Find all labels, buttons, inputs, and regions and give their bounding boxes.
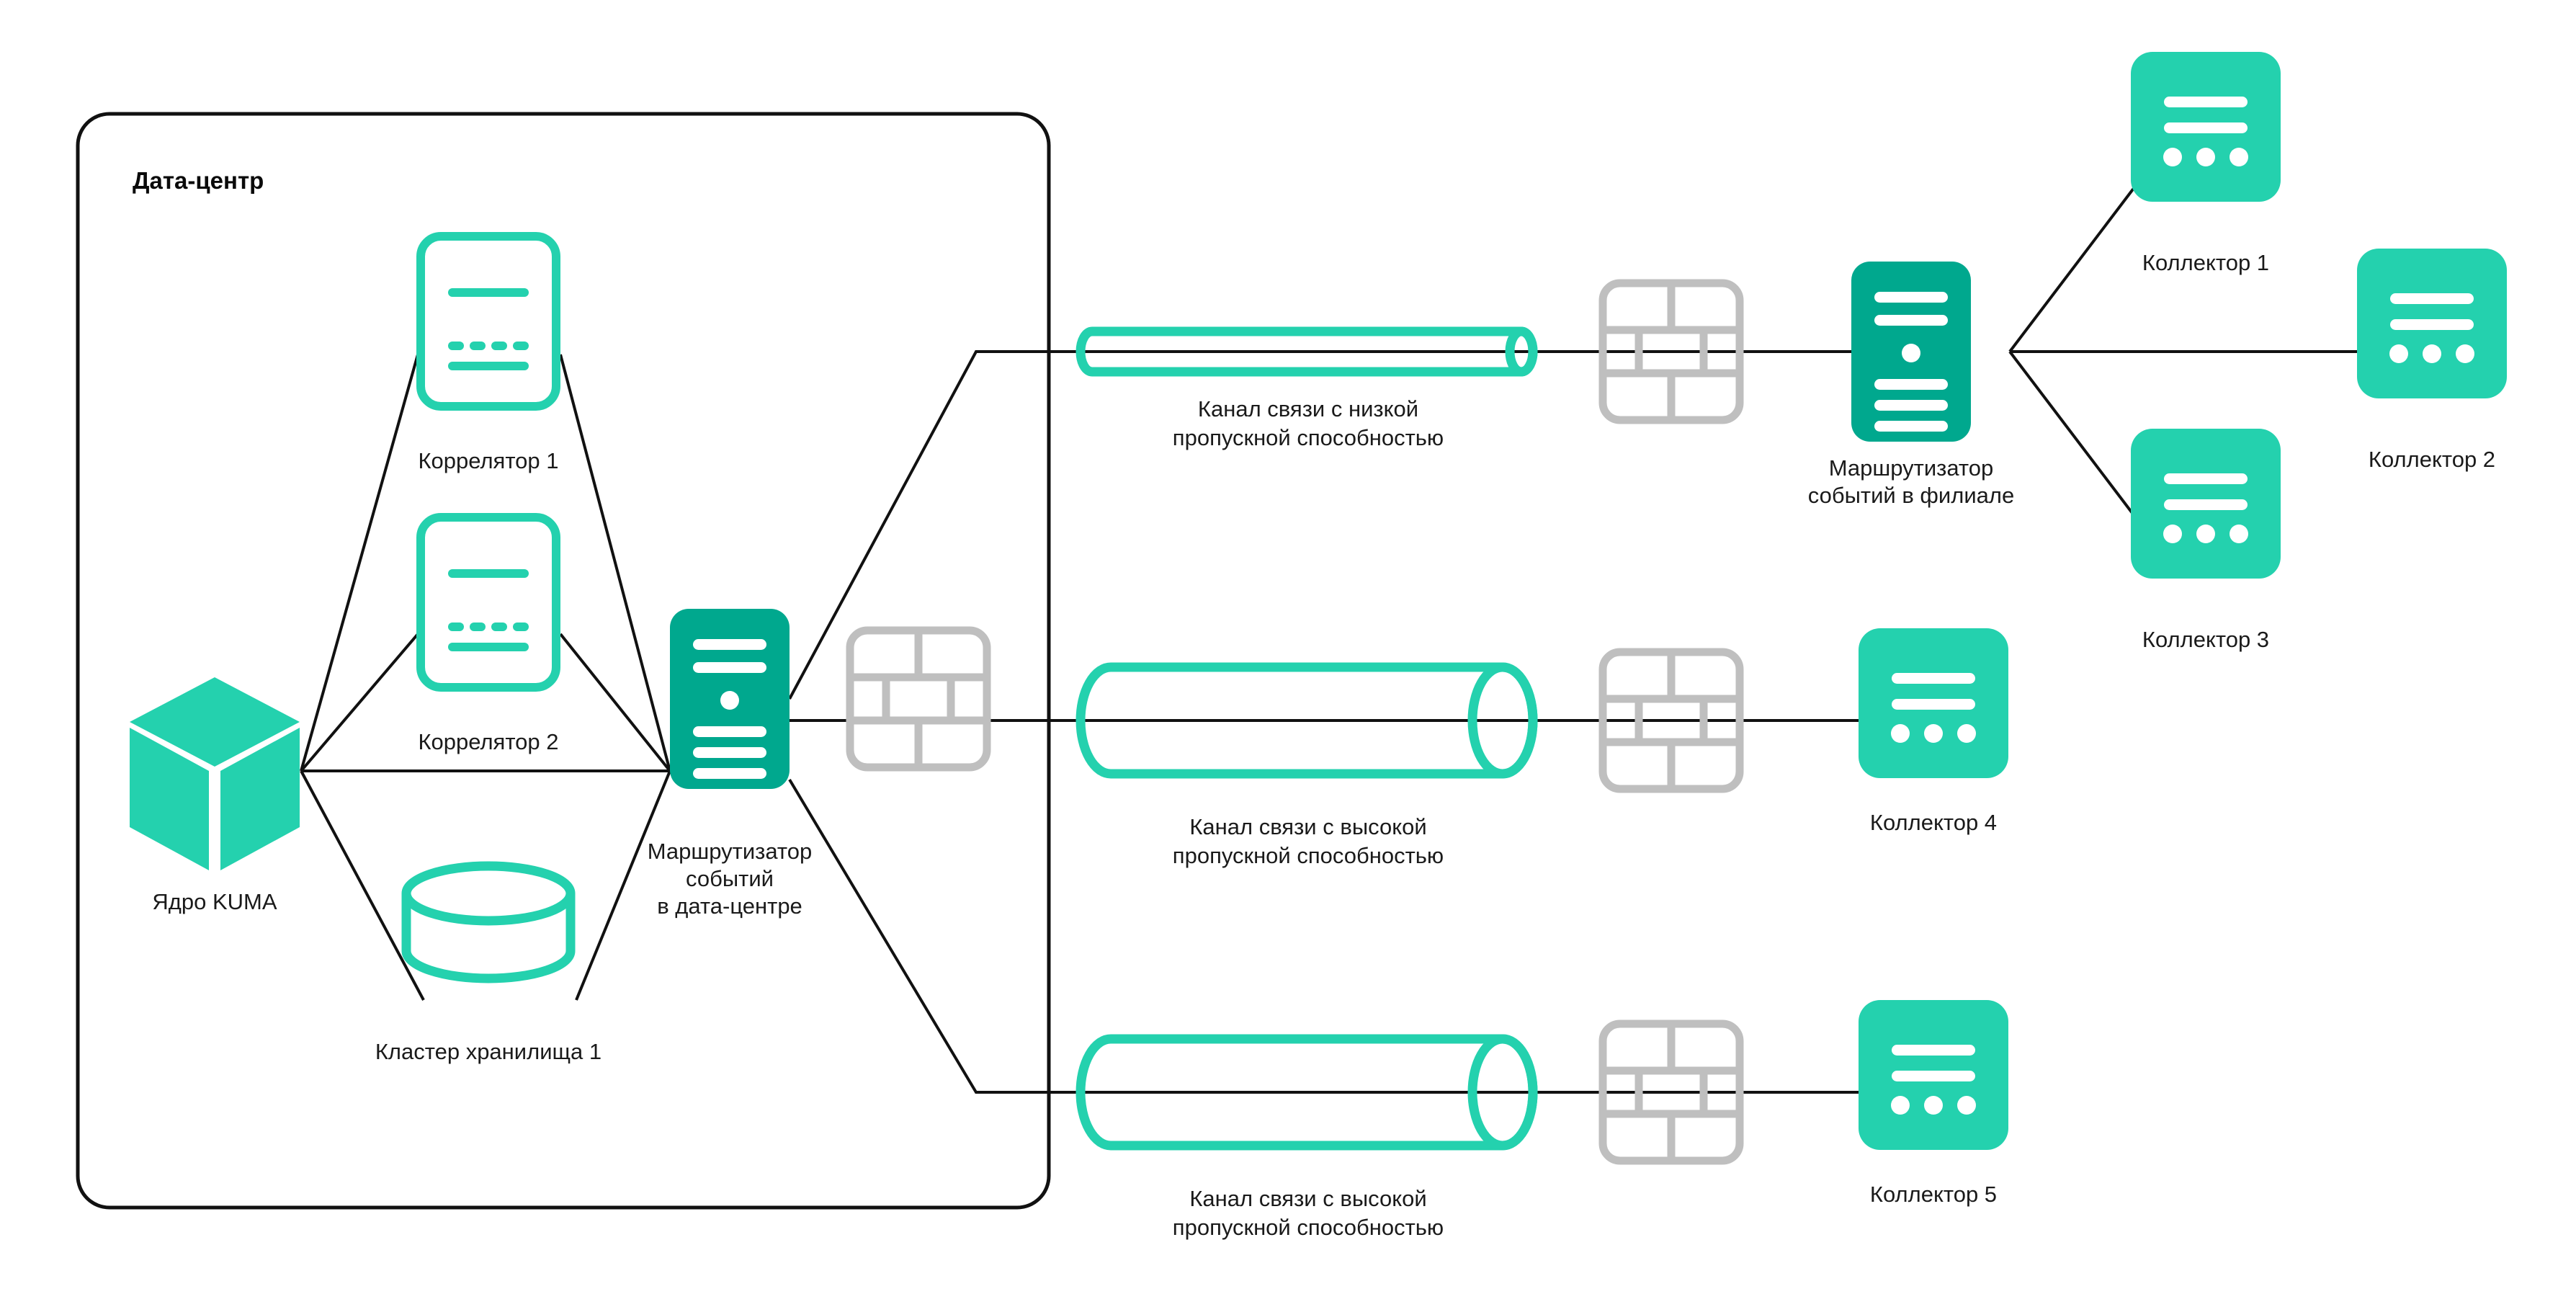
node-correlator2[interactable]: Коррелятор 2 xyxy=(418,517,558,754)
collector-icon xyxy=(2131,52,2281,202)
node-collector2[interactable]: Коллектор 2 xyxy=(2357,249,2507,472)
firewall-dc[interactable] xyxy=(850,630,987,767)
channel-high-middle[interactable]: Канал связи с высокой пропускной способн… xyxy=(1081,667,1533,868)
server-router-icon xyxy=(670,609,790,789)
cube-icon xyxy=(130,677,300,870)
collector-icon xyxy=(2357,249,2507,398)
correlator-icon xyxy=(421,236,556,406)
branch-router-label-line1: Маршрутизатор xyxy=(1829,455,1994,481)
link-correlator2-dcrouter xyxy=(559,633,671,772)
node-collector3[interactable]: Коллектор 3 xyxy=(2131,429,2281,652)
data-center-boundary xyxy=(76,112,1051,1210)
node-core[interactable]: Ядро KUMA xyxy=(130,677,300,914)
node-collector1[interactable]: Коллектор 1 xyxy=(2131,52,2281,275)
collector2-label: Коллектор 2 xyxy=(2369,447,2495,472)
node-collector4[interactable]: Коллектор 4 xyxy=(1859,628,2008,835)
channel-low-label-line1: Канал связи с низкой xyxy=(1198,396,1418,421)
channel-middle-label-line2: пропускной способностью xyxy=(1173,843,1444,868)
correlator-icon xyxy=(421,517,556,687)
collector3-label: Коллектор 3 xyxy=(2142,627,2269,652)
node-correlator1[interactable]: Коррелятор 1 xyxy=(418,236,558,473)
database-cylinder-icon xyxy=(406,866,571,978)
dc-router-label-line1: Маршрутизатор xyxy=(648,839,813,864)
storage1-label: Кластер хранилища 1 xyxy=(375,1039,601,1064)
collector-icon xyxy=(1859,1000,2008,1150)
correlator1-label: Коррелятор 1 xyxy=(418,448,558,473)
node-dc-router[interactable]: Маршрутизатор событий в дата-центре xyxy=(648,609,813,919)
node-collector5[interactable]: Коллектор 5 xyxy=(1859,1000,2008,1207)
data-center-title: Дата-центр xyxy=(133,167,264,194)
branch-router-label-line2: событий в филиале xyxy=(1808,483,2014,508)
collector4-label: Коллектор 4 xyxy=(1870,810,1997,835)
collector-icon xyxy=(2131,429,2281,579)
channel-bottom-label-line2: пропускной способностью xyxy=(1173,1215,1444,1240)
server-router-icon xyxy=(1851,262,1971,442)
collector-icon xyxy=(1859,628,2008,778)
link-core-storage xyxy=(300,770,425,1001)
channel-low[interactable]: Канал связи с низкой пропускной способно… xyxy=(1081,331,1533,450)
link-dcrouter-channel-bottom xyxy=(788,778,1570,1094)
correlator2-label: Коррелятор 2 xyxy=(418,729,558,754)
dc-router-label-line3: в дата-центре xyxy=(657,893,802,919)
collector5-label: Коллектор 5 xyxy=(1870,1182,1997,1207)
channel-low-label-line2: пропускной способностью xyxy=(1173,425,1444,450)
channel-middle-label-line1: Канал связи с высокой xyxy=(1189,814,1426,839)
link-storage-dcrouter xyxy=(575,770,671,1001)
core-label: Ядро KUMA xyxy=(152,889,277,914)
connection-lines xyxy=(300,141,2392,1094)
link-dcrouter-channel-low xyxy=(788,350,1570,700)
channel-bottom-label-line1: Канал связи с высокой xyxy=(1189,1186,1426,1211)
link-correlator1-dcrouter xyxy=(559,354,671,772)
channel-high-bottom[interactable]: Канал связи с высокой пропускной способн… xyxy=(1081,1039,1533,1240)
link-core-correlator1 xyxy=(300,354,419,772)
collector1-label: Коллектор 1 xyxy=(2142,250,2269,275)
node-branch-router[interactable]: Маршрутизатор событий в филиале xyxy=(1808,262,2014,508)
firewall-brick-icon xyxy=(850,630,987,767)
node-storage1[interactable]: Кластер хранилища 1 xyxy=(375,866,601,1064)
dc-router-label-line2: событий xyxy=(686,866,774,891)
link-core-correlator2 xyxy=(300,633,419,772)
